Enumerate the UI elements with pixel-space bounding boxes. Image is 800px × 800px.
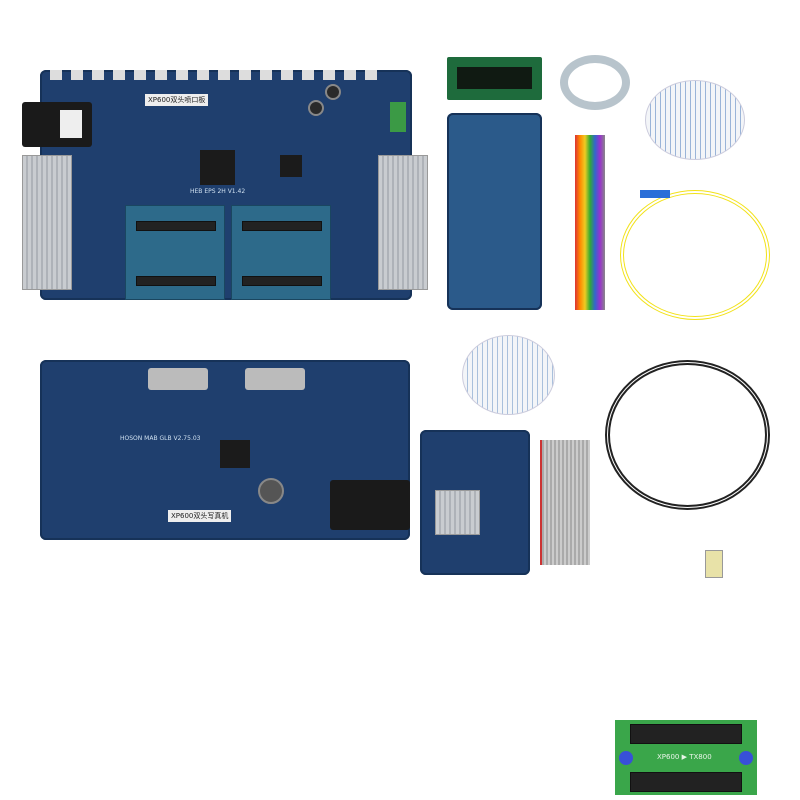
adapter-silkscreen: XP600 ▶ TX800	[657, 753, 712, 761]
green-terminal	[390, 102, 406, 132]
fiber-module	[330, 480, 410, 530]
heatsink-right	[378, 155, 428, 290]
head-adapter-right	[231, 205, 331, 300]
rainbow-cable	[575, 135, 605, 310]
battery	[258, 478, 284, 504]
cpu-chip	[200, 150, 235, 185]
fiber-connector	[640, 190, 670, 198]
heatsink-left	[22, 155, 72, 290]
ethernet-cable	[605, 360, 770, 510]
capacitor	[308, 100, 324, 116]
fpga-chip	[220, 440, 250, 468]
ffc-cable-roll	[462, 335, 555, 415]
xp600-tx800-adapter: XP600 ▶ TX800	[615, 720, 757, 795]
fiber-optic-cable	[620, 190, 770, 320]
ribbon-roll-small	[560, 55, 630, 110]
ffc-cable-roll	[645, 80, 745, 160]
mount-hole	[619, 751, 633, 765]
lcd-module	[447, 57, 542, 100]
chip	[280, 155, 302, 177]
small-board	[420, 430, 530, 575]
gray-ribbon-cable	[540, 440, 590, 565]
fiber-module	[22, 102, 92, 147]
mount-hole	[739, 751, 753, 765]
printhead-board: XP600双头喷口板 HEB EPS 2H V1.42	[40, 70, 412, 300]
board-label: XP600双头写真机	[168, 510, 232, 522]
board-silkscreen: HOSON MAB GLB V2.75.03	[120, 435, 201, 442]
db15-connector	[148, 368, 208, 390]
board-label: XP600双头喷口板	[145, 94, 209, 106]
board-silkscreen: HEB EPS 2H V1.42	[190, 188, 246, 195]
top-connectors	[50, 70, 380, 80]
db15-connector	[245, 368, 305, 390]
button-board	[447, 113, 542, 310]
rj45-connector	[705, 550, 723, 578]
capacitor	[325, 84, 341, 100]
main-board: HOSON MAB GLB V2.75.03 XP600双头写真机	[40, 360, 410, 540]
head-adapter-left	[125, 205, 225, 300]
